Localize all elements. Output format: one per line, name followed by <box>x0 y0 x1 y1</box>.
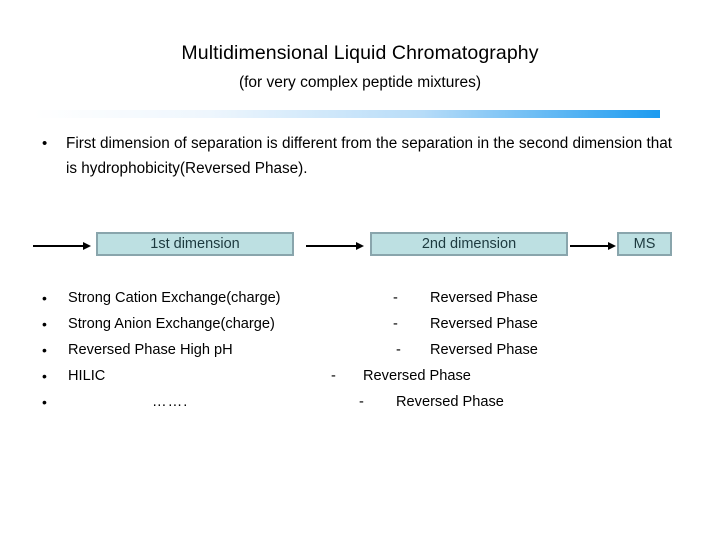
pair-separator-dash: - <box>393 316 398 332</box>
list-item: • HILIC - Reversed Phase <box>0 363 720 389</box>
list-bullet-marker-icon: • <box>42 368 47 384</box>
flow-box-ms-label: MS <box>633 236 656 252</box>
flow-box-second-dimension-label: 2nd dimension <box>421 236 517 252</box>
first-dimension-technique: Reversed Phase High pH <box>68 342 233 358</box>
arrow-shaft <box>306 245 357 247</box>
second-dimension-technique: Reversed Phase <box>363 368 471 384</box>
technique-pairs-list: • Strong Cation Exchange(charge) - Reversed… <box>0 285 720 415</box>
bullet-marker-icon: • <box>42 135 48 152</box>
second-dimension-technique: Reversed Phase <box>430 316 538 332</box>
second-dimension-technique: Reversed Phase <box>430 342 538 358</box>
page-subtitle: (for very complex peptide mixtures) <box>238 74 482 91</box>
list-bullet-marker-icon: • <box>42 342 47 358</box>
list-bullet-marker-icon: • <box>42 290 47 306</box>
pair-separator-dash: - <box>396 342 401 358</box>
arrow-second-dimension-to-ms <box>570 242 616 251</box>
list-item: • ……. - Reversed Phase <box>0 389 720 415</box>
flow-box-ms[interactable]: MS <box>617 232 672 256</box>
intro-bullet-block: • First dimension of separation is diffe… <box>36 131 676 181</box>
intro-bullet-row: • First dimension of separation is diffe… <box>36 131 676 181</box>
pair-separator-dash: - <box>393 290 398 306</box>
flow-box-second-dimension[interactable]: 2nd dimension <box>370 232 568 256</box>
arrow-shaft <box>570 245 609 247</box>
flow-box-first-dimension-label: 1st dimension <box>150 236 240 252</box>
flow-box-first-dimension[interactable]: 1st dimension <box>96 232 294 256</box>
list-item: • Reversed Phase High pH - Reversed Phase <box>0 337 720 363</box>
arrow-into-first-dimension <box>33 242 91 251</box>
ellipsis-placeholder: ……. <box>152 394 189 410</box>
list-bullet-marker-icon: • <box>42 394 47 410</box>
arrow-shaft <box>33 245 84 247</box>
intro-bullet-text: First dimension of separation is differe… <box>66 135 672 177</box>
list-bullet-marker-icon: • <box>42 316 47 332</box>
gradient-divider <box>34 110 660 118</box>
arrow-head-icon <box>356 242 364 250</box>
second-dimension-technique: Reversed Phase <box>430 290 538 306</box>
first-dimension-technique: Strong Anion Exchange(charge) <box>68 316 275 332</box>
arrow-head-icon <box>608 242 616 250</box>
page-title: Multidimensional Liquid Chromatography <box>181 42 539 64</box>
arrow-head-icon <box>83 242 91 250</box>
list-item: • Strong Anion Exchange(charge) - Reversed … <box>0 311 720 337</box>
first-dimension-technique: Strong Cation Exchange(charge) <box>68 290 281 306</box>
arrow-first-to-second-dimension <box>306 242 364 251</box>
workflow-diagram: 1st dimension 2nd dimension MS <box>0 232 720 260</box>
pair-separator-dash: - <box>359 394 364 410</box>
second-dimension-technique: Reversed Phase <box>396 394 504 410</box>
first-dimension-technique: HILIC <box>68 368 106 384</box>
list-item: • Strong Cation Exchange(charge) - Reversed… <box>0 285 720 311</box>
pair-separator-dash: - <box>331 368 336 384</box>
